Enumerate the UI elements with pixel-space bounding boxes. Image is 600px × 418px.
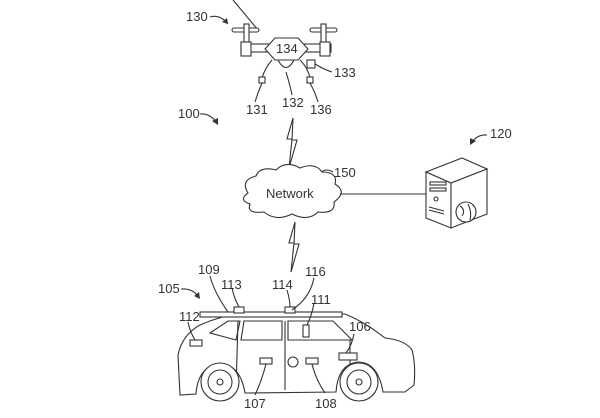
motor-left <box>240 41 252 57</box>
label-112: 112 <box>179 309 200 324</box>
label-132: 132 <box>282 95 304 110</box>
sensor-113 <box>233 306 245 314</box>
label-116: 116 <box>305 264 326 279</box>
rear-wheel-hub <box>216 378 224 386</box>
device-111 <box>302 324 310 338</box>
label-150: 150 <box>334 165 356 180</box>
component-107 <box>259 357 273 365</box>
front-wheel-rim <box>346 369 372 395</box>
drone-leg-left <box>261 59 273 79</box>
arrowhead-120 <box>470 138 476 145</box>
leader-109 <box>209 275 229 313</box>
front-wheel <box>339 362 379 402</box>
leader-116 <box>291 277 315 311</box>
leader-131 <box>254 82 263 103</box>
leader-111 <box>306 302 315 326</box>
leader-133 <box>314 63 333 73</box>
leader-114 <box>286 289 291 308</box>
leader-112 <box>187 321 196 341</box>
label-133: 133 <box>334 65 356 80</box>
leader-107 <box>254 363 267 396</box>
rotor-left-mast <box>243 23 250 45</box>
leader-136 <box>309 82 319 103</box>
network-label: Network <box>266 186 314 201</box>
server: 120 <box>424 126 512 229</box>
wireless-link-vehicle-icon <box>288 221 300 273</box>
leader-106 <box>345 333 355 354</box>
rotor-left <box>232 0 259 31</box>
server-power-button <box>433 196 439 202</box>
sensor-114 <box>284 306 296 314</box>
motor-right <box>319 41 331 57</box>
label-106: 106 <box>349 319 371 334</box>
sensor-136 <box>306 76 314 84</box>
rear-wheel <box>200 362 240 402</box>
server-drive-1 <box>429 181 447 186</box>
label-114: 114 <box>272 277 293 292</box>
label-109: 109 <box>198 262 220 277</box>
component-108 <box>305 357 319 365</box>
rear-wheel-rim <box>207 369 233 395</box>
globe-icon <box>455 201 477 223</box>
label-113: 113 <box>221 277 242 292</box>
label-120: 120 <box>490 126 512 141</box>
globe-continents <box>459 203 472 221</box>
rear-window <box>208 320 241 341</box>
drone-body <box>264 37 309 61</box>
fuel-cap <box>287 356 299 368</box>
server-drive-2 <box>429 187 447 192</box>
label-100: 100 <box>178 106 200 121</box>
server-vent-1 <box>428 206 445 212</box>
sensor-131 <box>258 76 266 84</box>
cloud-shape <box>242 163 342 219</box>
middle-window <box>240 320 283 341</box>
component-106 <box>338 352 358 361</box>
rotor-right-mast <box>320 23 327 45</box>
label-105: 105 <box>158 281 180 296</box>
wireless-link-drone-icon <box>286 117 298 169</box>
arrowhead-130 <box>222 18 228 24</box>
front-wheel-hub <box>355 378 363 386</box>
label-130: 130 <box>186 9 208 24</box>
network-cloud: Network 150 <box>242 163 356 219</box>
roof-rack <box>199 311 343 318</box>
drone-gimbal <box>277 59 295 69</box>
label-136: 136 <box>310 102 332 117</box>
arrowhead-105 <box>194 292 200 299</box>
label-111: 111 <box>311 292 331 307</box>
leader-113 <box>231 287 240 308</box>
label-107: 107 <box>244 396 266 411</box>
leader-132 <box>285 71 293 96</box>
sensor-133 <box>306 59 316 69</box>
label-108: 108 <box>315 396 337 411</box>
label-131: 131 <box>246 102 268 117</box>
label-134: 134 <box>276 41 298 56</box>
leader-108 <box>311 363 326 394</box>
arrowhead-100 <box>212 118 218 125</box>
drone: 134 131 132 136 133 130 <box>186 0 356 117</box>
server-vent-2 <box>428 209 445 215</box>
sensor-112 <box>189 339 203 347</box>
vehicle: 109 113 114 116 111 112 106 107 108 105 <box>158 262 416 411</box>
leader-150 <box>321 169 334 173</box>
